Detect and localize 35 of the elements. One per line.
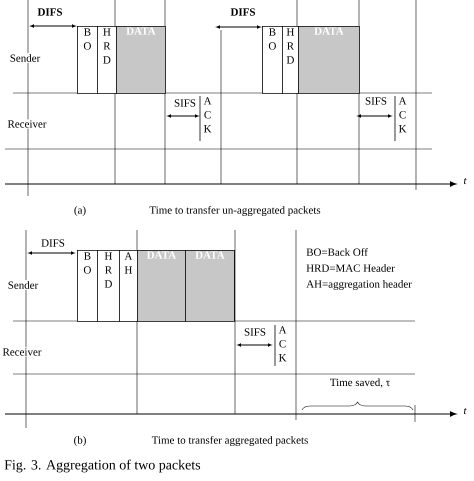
axis-label: t bbox=[464, 408, 467, 414]
interval-label: DIFS bbox=[230, 8, 255, 16]
interval-label: SIFS bbox=[244, 328, 266, 336]
subfigure-caption: Time to transfer aggregated packets bbox=[152, 436, 308, 446]
header-frame: B O bbox=[77, 26, 98, 94]
header-frame: B O bbox=[77, 250, 98, 322]
subfigure-caption: Time to transfer un-aggregated packets bbox=[150, 206, 320, 216]
ack-frame: A C K bbox=[200, 96, 212, 142]
interval-label: SIFS bbox=[366, 97, 386, 105]
legend-note: AH=aggregation header bbox=[306, 280, 412, 290]
annotation-text: Time saved, τ bbox=[330, 378, 390, 388]
interval-label: DIFS bbox=[38, 8, 62, 16]
subfigure-label: (b) bbox=[74, 436, 86, 446]
interval-label: SIFS bbox=[174, 99, 196, 107]
axis-label: t bbox=[464, 178, 467, 184]
header-frame: B O bbox=[262, 26, 283, 94]
figure-caption: Fig. 3. Aggregation of two packets bbox=[4, 460, 200, 472]
row-label: Receiver bbox=[6, 119, 48, 129]
data-frame: DATA bbox=[298, 26, 360, 94]
data-frame: DATA bbox=[137, 250, 186, 322]
header-frame: A H bbox=[119, 250, 138, 322]
row-label: Sender bbox=[8, 53, 42, 63]
legend-note: BO=Back Off bbox=[306, 248, 368, 256]
header-frame: H R D bbox=[97, 250, 120, 322]
legend-note: HRD=MAC Header bbox=[306, 264, 395, 272]
data-frame: DATA bbox=[116, 26, 166, 94]
data-frame: DATA bbox=[185, 250, 235, 322]
row-label: Sender bbox=[6, 280, 40, 290]
ack-frame: A C K bbox=[274, 324, 286, 366]
header-frame: H R D bbox=[97, 26, 117, 94]
ack-frame: A C K bbox=[394, 96, 406, 142]
row-label: Receiver bbox=[2, 347, 42, 357]
header-frame: H R D bbox=[282, 26, 299, 94]
subfigure-label: (a) bbox=[74, 206, 86, 216]
interval-label: DIFS bbox=[41, 239, 64, 247]
